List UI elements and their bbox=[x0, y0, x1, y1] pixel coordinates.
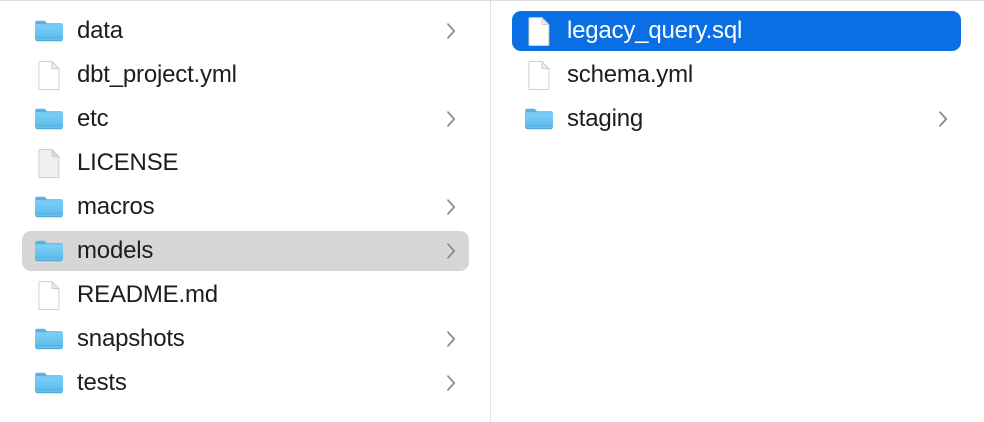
folder-icon bbox=[33, 191, 65, 223]
folder-icon bbox=[33, 323, 65, 355]
finder-column-parent[interactable]: data dbt_project.yml etc LICENSE bbox=[0, 1, 491, 422]
file-list-child: legacy_query.sql schema.yml staging bbox=[491, 11, 983, 139]
folder-row[interactable]: staging bbox=[512, 99, 961, 139]
document-icon bbox=[33, 279, 65, 311]
plain-document-icon bbox=[33, 147, 65, 179]
item-label: data bbox=[77, 17, 123, 44]
chevron-right-icon[interactable] bbox=[446, 198, 457, 216]
item-label: etc bbox=[77, 105, 109, 132]
folder-icon bbox=[523, 103, 555, 135]
chevron-right-icon[interactable] bbox=[446, 330, 457, 348]
folder-row[interactable]: etc bbox=[22, 99, 469, 139]
folder-row[interactable]: tests bbox=[22, 363, 469, 403]
file-row[interactable]: dbt_project.yml bbox=[22, 55, 469, 95]
chevron-right-icon[interactable] bbox=[446, 22, 457, 40]
folder-row[interactable]: macros bbox=[22, 187, 469, 227]
folder-row[interactable]: models bbox=[22, 231, 469, 271]
item-label: legacy_query.sql bbox=[567, 17, 743, 44]
document-icon bbox=[523, 15, 555, 47]
file-row[interactable]: legacy_query.sql bbox=[512, 11, 961, 51]
folder-row[interactable]: snapshots bbox=[22, 319, 469, 359]
document-icon bbox=[523, 59, 555, 91]
item-label: README.md bbox=[77, 281, 218, 308]
folder-row[interactable]: data bbox=[22, 11, 469, 51]
item-label: macros bbox=[77, 193, 155, 220]
file-list-parent: data dbt_project.yml etc LICENSE bbox=[0, 11, 490, 403]
chevron-right-icon[interactable] bbox=[938, 110, 949, 128]
folder-icon bbox=[33, 103, 65, 135]
chevron-right-icon[interactable] bbox=[446, 242, 457, 260]
item-label: schema.yml bbox=[567, 61, 694, 88]
item-label: staging bbox=[567, 105, 643, 132]
chevron-right-icon[interactable] bbox=[446, 110, 457, 128]
folder-icon bbox=[33, 235, 65, 267]
file-row[interactable]: schema.yml bbox=[512, 55, 961, 95]
item-label: models bbox=[77, 237, 154, 264]
document-icon bbox=[33, 59, 65, 91]
finder-column-child[interactable]: legacy_query.sql schema.yml staging bbox=[491, 1, 983, 422]
file-row[interactable]: LICENSE bbox=[22, 143, 469, 183]
file-row[interactable]: README.md bbox=[22, 275, 469, 315]
item-label: LICENSE bbox=[77, 149, 179, 176]
item-label: dbt_project.yml bbox=[77, 61, 237, 88]
chevron-right-icon[interactable] bbox=[446, 374, 457, 392]
folder-icon bbox=[33, 367, 65, 399]
item-label: snapshots bbox=[77, 325, 185, 352]
item-label: tests bbox=[77, 369, 127, 396]
folder-icon bbox=[33, 15, 65, 47]
